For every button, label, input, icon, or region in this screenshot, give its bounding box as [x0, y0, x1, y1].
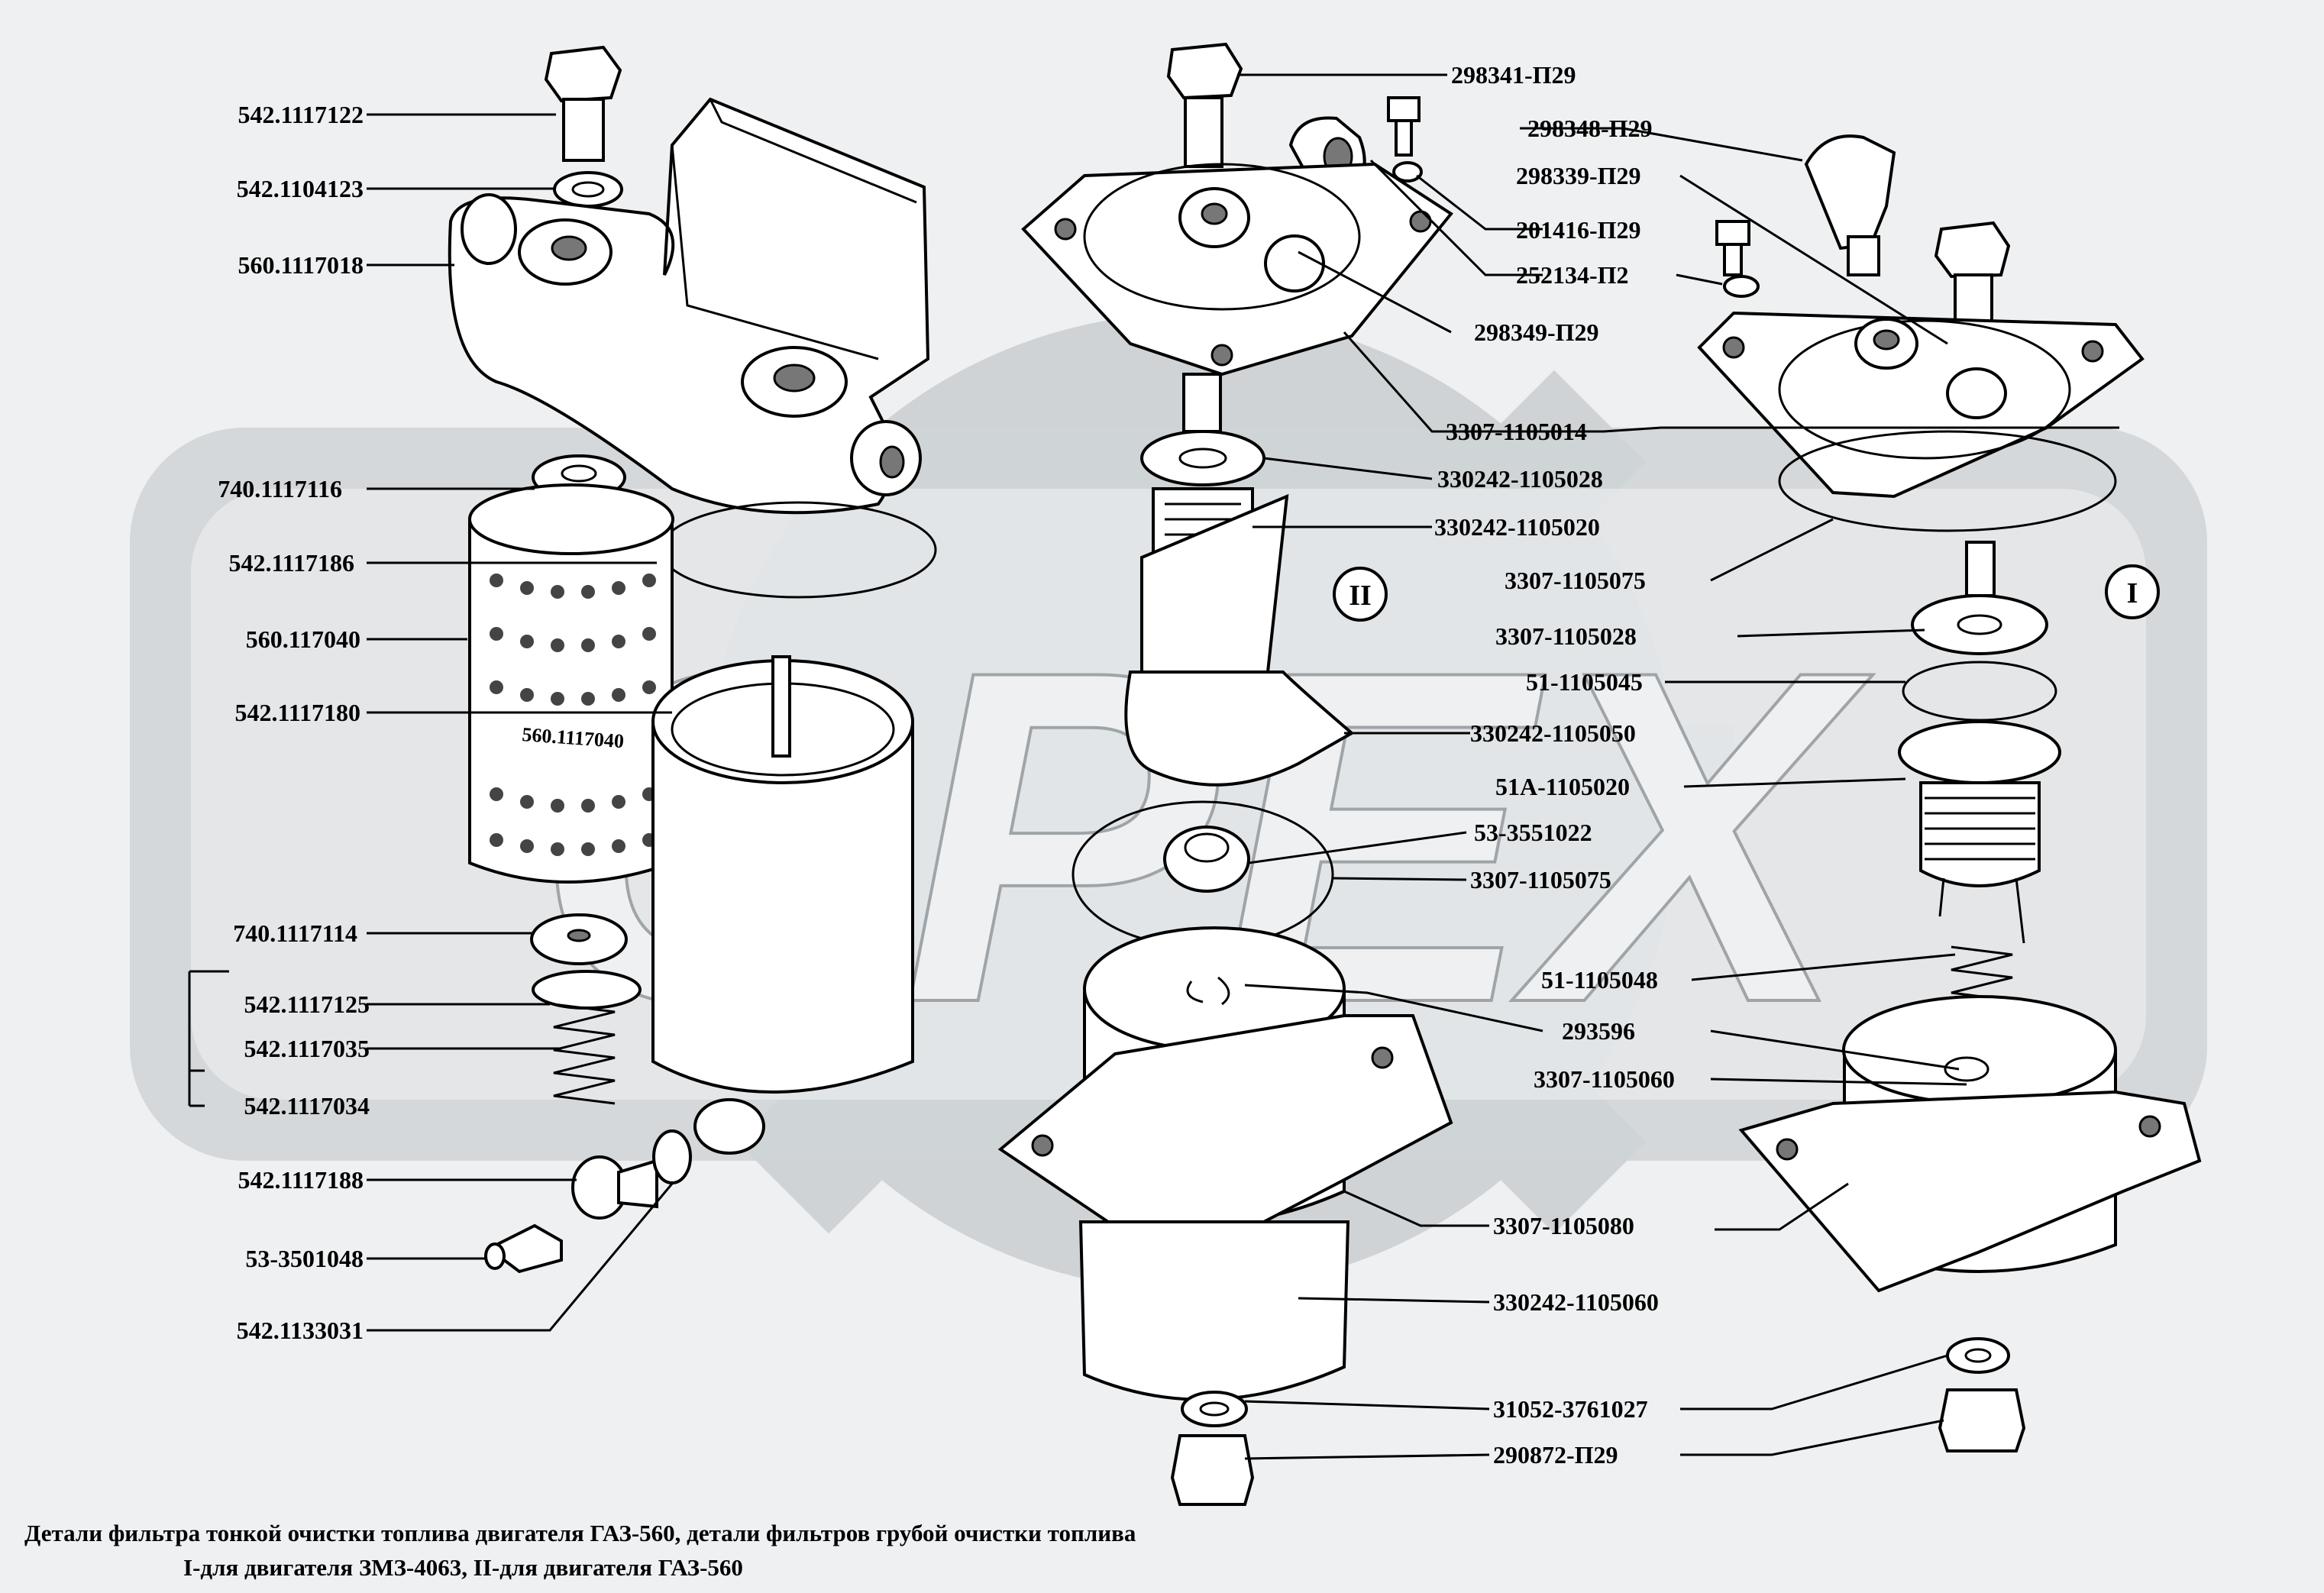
filter-bowl-part — [651, 655, 914, 1155]
caption-line-2: I-для двигателя ЗМЗ-4063, II-для двигате… — [183, 1554, 743, 1581]
part-label: 3307-1105060 — [1534, 1065, 1675, 1093]
part-label: 31052-3761027 — [1493, 1395, 1648, 1423]
part-label: 542.1133031 — [237, 1317, 364, 1344]
part-label: 298348-П29 — [1527, 115, 1653, 142]
part-label: 3307-1105028 — [1495, 622, 1637, 650]
part-label: 542.1117122 — [238, 101, 364, 128]
leader-lines — [188, 73, 2119, 1460]
part-label: 3307-1105014 — [1446, 418, 1587, 445]
part-label: 330242-1105060 — [1493, 1288, 1659, 1316]
part-label: 330242-1105050 — [1470, 719, 1636, 747]
part-label: 560.1117018 — [238, 251, 364, 279]
part-label: 3307-1105080 — [1493, 1212, 1634, 1239]
drain-plug-part — [571, 1129, 692, 1220]
part-label: 298349-П29 — [1474, 318, 1599, 346]
part-label: 252134-П2 — [1516, 261, 1629, 289]
part-label: 740.1117116 — [218, 475, 342, 502]
part-label: 201416-П29 — [1516, 216, 1641, 244]
small-bolt-part — [1387, 96, 1421, 157]
left-part-labels: 542.1117122 542.1104123 560.1117018 740.… — [218, 101, 370, 1344]
part-label: 542.1117180 — [235, 699, 360, 726]
drain-plug-part — [1938, 1388, 2026, 1452]
filter-head-i-part — [1697, 311, 2145, 499]
bolt-part — [544, 45, 622, 162]
filter-element-part: 560.1117040 — [468, 483, 674, 884]
coarse-filter-ii-assembly: II — [997, 42, 1453, 1506]
part-label: 330242-1105020 — [1434, 513, 1600, 541]
filter-cap-part — [1140, 430, 1265, 486]
part-label: 542.1117186 — [229, 549, 354, 577]
washer-part — [1946, 1337, 2010, 1374]
part-label: 740.1117114 — [233, 919, 357, 947]
part-label: 560.117040 — [246, 625, 360, 653]
filter-bowl-ii-part — [997, 926, 1453, 1401]
filter-housing-part — [448, 97, 930, 515]
part-label: 542.1104123 — [237, 175, 364, 202]
right-part-labels: 298341-П29 298348-П29 298339-П29 201416-… — [1434, 61, 1675, 1469]
figure-caption: Детали фильтра тонкой очистки топлива дв… — [24, 1520, 1136, 1581]
small-bolt-part — [1715, 220, 1750, 276]
part-label: 293596 — [1562, 1017, 1635, 1045]
part-label: 290872-П29 — [1493, 1441, 1618, 1469]
grease-nipple-part — [484, 1223, 563, 1274]
center-tube-part — [1965, 541, 1996, 597]
filter-head-part — [1021, 162, 1453, 376]
part-label: 542.1117125 — [244, 990, 370, 1018]
head-gasket-part — [1778, 430, 2117, 532]
sleeve-part — [1124, 493, 1355, 787]
spring-part — [553, 1003, 616, 1105]
part-label: 51-1105048 — [1541, 966, 1658, 994]
washer-part — [553, 171, 623, 208]
caption-line-1: Детали фильтра тонкой очистки топлива дв… — [24, 1520, 1136, 1546]
filter-bowl-i-part — [1738, 995, 2202, 1293]
fitting-part — [1166, 42, 1243, 168]
part-label: 53-3551022 — [1474, 819, 1592, 846]
part-label: 51-1105045 — [1526, 668, 1643, 696]
group-marker-ii: II — [1349, 580, 1372, 612]
part-label: 3307-1105075 — [1505, 567, 1646, 594]
coarse-filter-i-assembly: I — [1697, 134, 2202, 1452]
mesh-filter-i-part — [1898, 720, 2061, 944]
part-label: 51А-1105020 — [1495, 773, 1630, 800]
elbow-fitting-part — [1804, 134, 1896, 276]
valve-part — [1163, 826, 1250, 893]
drain-plug-part — [1170, 1434, 1255, 1506]
part-label: 298341-П29 — [1451, 61, 1576, 89]
center-tube-part — [1182, 373, 1222, 433]
part-label: 330242-1105028 — [1437, 465, 1603, 493]
washer-part — [1911, 594, 2048, 655]
part-label: 298339-П29 — [1516, 162, 1641, 189]
part-label: 542.1117034 — [244, 1092, 370, 1120]
group-marker-i: I — [2127, 577, 2138, 609]
part-label: 542.1117035 — [244, 1035, 370, 1062]
washer-part — [1181, 1391, 1248, 1427]
fine-filter-assembly: 560.1117040 — [448, 45, 937, 1274]
part-label: 542.1117188 — [238, 1166, 364, 1194]
lock-washer-part — [532, 970, 642, 1010]
part-label: 53-3501048 — [245, 1245, 364, 1272]
part-label: 3307-1105075 — [1470, 866, 1611, 893]
